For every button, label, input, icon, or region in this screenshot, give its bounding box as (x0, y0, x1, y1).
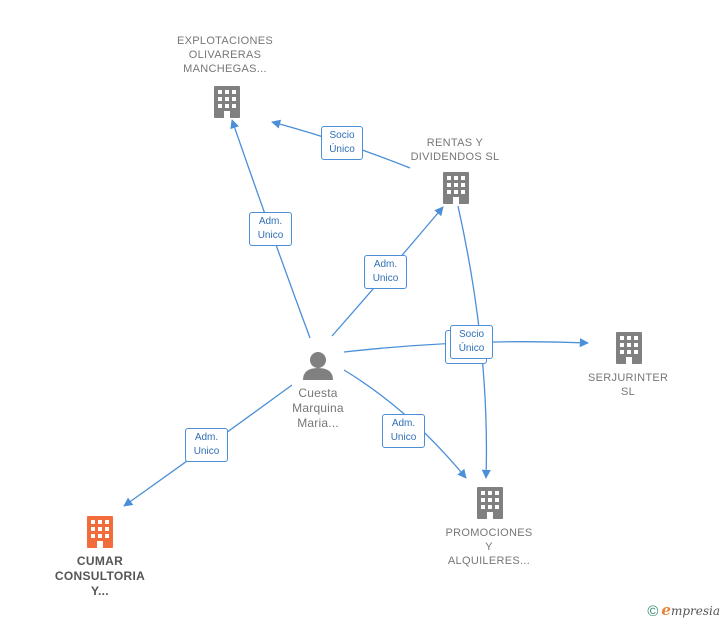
node-label-rentas[interactable]: RENTAS Y DIVIDENDOS SL (410, 137, 500, 163)
promociones-building-icon[interactable] (477, 487, 503, 519)
serjurinter-building-icon[interactable] (616, 332, 642, 364)
edge-label-socio-unico-rentas-explotaciones[interactable]: Socio Único (321, 126, 363, 160)
edge-label-adm-unico-person-cumar[interactable]: Adm. Unico (185, 428, 228, 462)
node-label-serjurinter[interactable]: SERJURINTER SL (588, 372, 669, 398)
explotaciones-building-icon[interactable] (214, 86, 240, 118)
node-label-explotaciones[interactable]: EXPLOTACIONES OLIVARERAS MANCHEGAS... (177, 35, 273, 75)
person-icon[interactable] (303, 352, 333, 380)
edge-label-adm-unico-person-explotaciones[interactable]: Adm. Unico (249, 212, 292, 246)
node-label-cumar[interactable]: CUMAR CONSULTORIA Y... (54, 554, 146, 598)
brand-logo: empresia (661, 601, 720, 619)
footer-brand[interactable]: ©empresia (647, 601, 720, 620)
node-label-person[interactable]: Cuesta Marquina Maria... (292, 386, 344, 430)
copyright-icon: © (647, 603, 659, 620)
edge-label-adm-unico-person-rentas[interactable]: Adm. Unico (364, 255, 407, 289)
cumar-building-icon[interactable] (87, 516, 113, 548)
rentas-building-icon[interactable] (443, 172, 469, 204)
edge-label-socio-unico-rentas-promociones[interactable]: Socio Único (450, 325, 493, 359)
node-label-promociones[interactable]: PROMOCIONES Y ALQUILERES... (445, 527, 533, 567)
edge-label-adm-unico-person-promociones[interactable]: Adm. Unico (382, 414, 425, 448)
